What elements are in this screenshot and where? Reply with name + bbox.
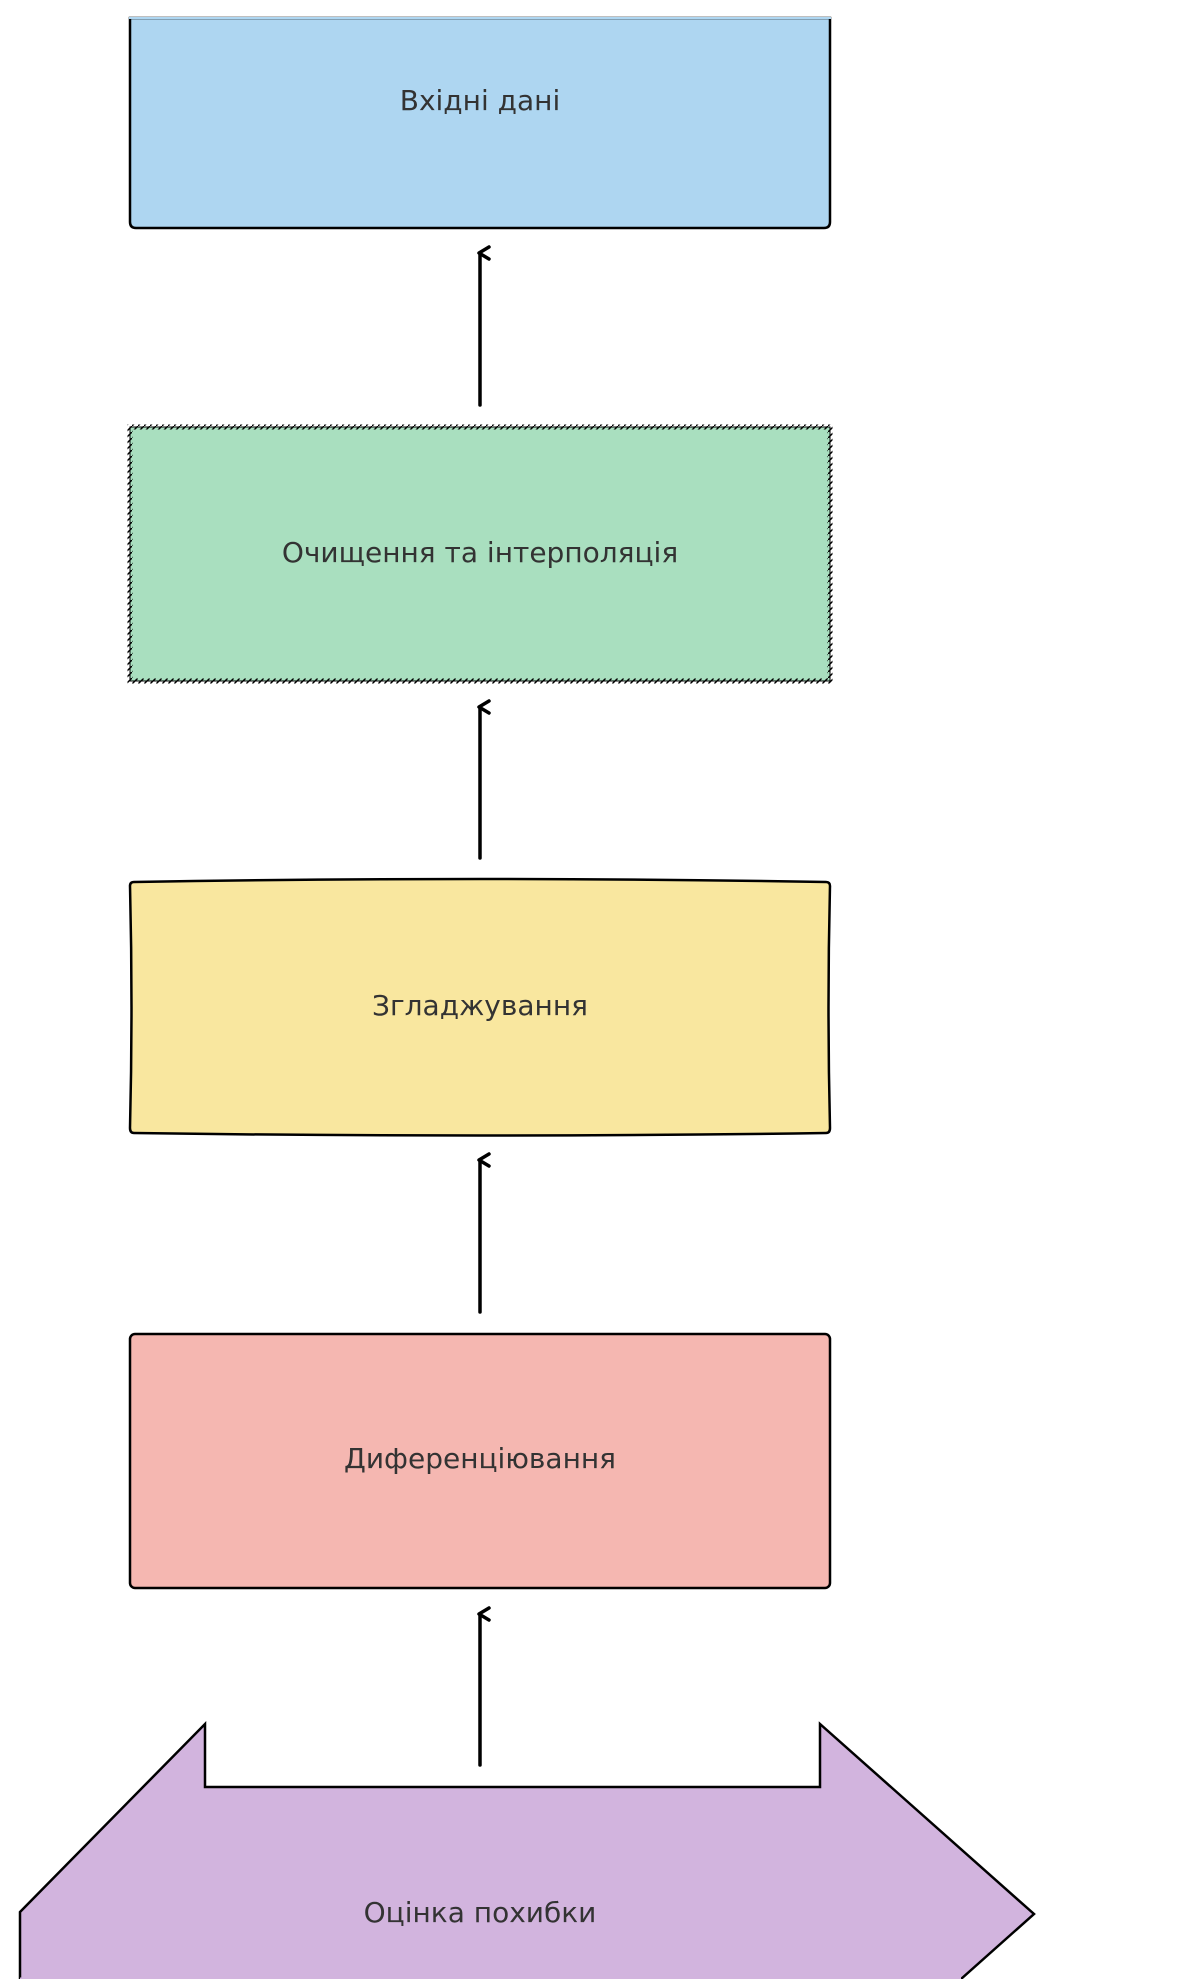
- node-input: Вхідні дані: [128, 16, 832, 230]
- node-smoothing: Згладжування: [128, 877, 832, 1137]
- node-error-label: Оцінка похибки: [364, 1896, 597, 1929]
- node-smoothing-shape: [128, 877, 832, 1137]
- node-differentiation: Диференціювання: [128, 1332, 832, 1590]
- node-differentiation-label: Диференціювання: [344, 1442, 616, 1475]
- node-cleaning: Очищення та інтерполяція: [127, 424, 833, 684]
- node-error-shape: [18, 1720, 1036, 1979]
- node-differentiation-shape: [128, 1332, 832, 1590]
- node-cleaning-label: Очищення та інтерполяція: [282, 536, 678, 569]
- node-error: Оцінка похибки: [18, 1720, 1036, 1979]
- node-input-label: Вхідні дані: [400, 84, 561, 117]
- node-smoothing-label: Згладжування: [372, 989, 588, 1022]
- node-input-shape: [128, 16, 832, 230]
